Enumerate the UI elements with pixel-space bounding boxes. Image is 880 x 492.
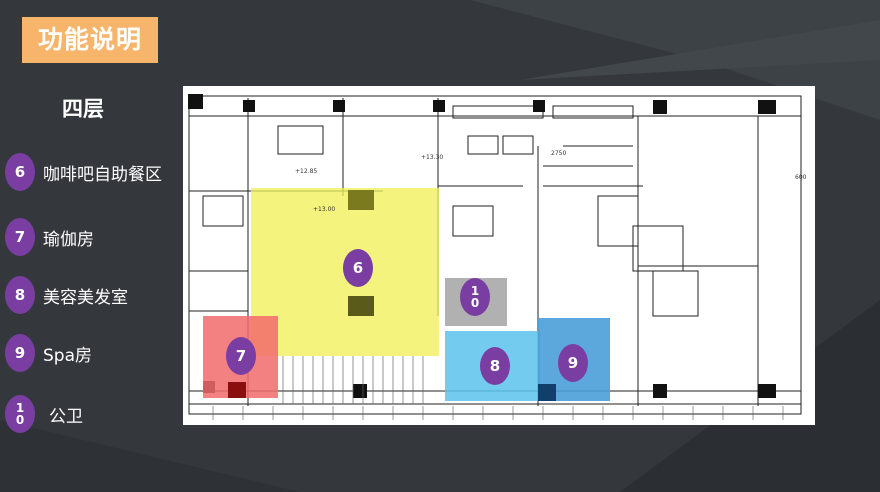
- badge-digit-bottom: 0: [15, 413, 25, 427]
- zone-yoga-pillar: [228, 382, 246, 398]
- legend-label: 瑜伽房: [43, 229, 94, 250]
- floor-plan: 2750 600 +13.30 +12.85 +13.00 6 7 8 9 1 …: [183, 86, 815, 425]
- number-badge-icon: 1 0: [5, 395, 35, 433]
- level-label: +12.85: [295, 168, 318, 175]
- marker-beauty: 8: [480, 347, 510, 385]
- dimension-label: 600: [795, 174, 807, 181]
- legend-label: 美容美发室: [43, 287, 128, 308]
- legend-label: 公卫: [49, 406, 83, 427]
- legend-item-cafe: 6 咖啡吧自助餐区: [5, 153, 162, 191]
- legend-label: 咖啡吧自助餐区: [43, 164, 162, 185]
- floor-plan-drawing: [188, 94, 802, 420]
- marker-spa: 9: [558, 344, 588, 382]
- zone-cafe-pillar: [348, 190, 374, 210]
- level-label: +13.30: [421, 154, 444, 161]
- number-badge-icon: 8: [5, 276, 35, 314]
- floor-label: 四层: [62, 97, 104, 121]
- page-title: 功能说明: [22, 17, 158, 63]
- zone-cafe-pillar: [348, 296, 374, 316]
- legend-item-toilet: 1 0 公卫: [5, 395, 83, 433]
- number-badge-icon: 9: [5, 334, 35, 372]
- marker-cafe: 6: [343, 249, 373, 287]
- number-badge-icon: 7: [5, 218, 35, 256]
- level-label: +13.00: [313, 206, 336, 213]
- marker-digit-top: 1: [470, 284, 480, 298]
- legend-item-yoga: 7 瑜伽房: [5, 218, 94, 256]
- number-badge-icon: 6: [5, 153, 35, 191]
- zone-spa-pillar: [538, 384, 556, 401]
- legend-item-beauty: 8 美容美发室: [5, 276, 128, 314]
- marker-yoga: 7: [226, 337, 256, 375]
- legend-item-spa: 9 Spa房: [5, 334, 92, 372]
- badge-digit-top: 1: [15, 401, 25, 415]
- legend-label: Spa房: [43, 345, 92, 366]
- dimension-label: 2750: [551, 150, 567, 157]
- marker-toilet: 1 0: [460, 278, 490, 316]
- marker-digit-bottom: 0: [470, 296, 480, 310]
